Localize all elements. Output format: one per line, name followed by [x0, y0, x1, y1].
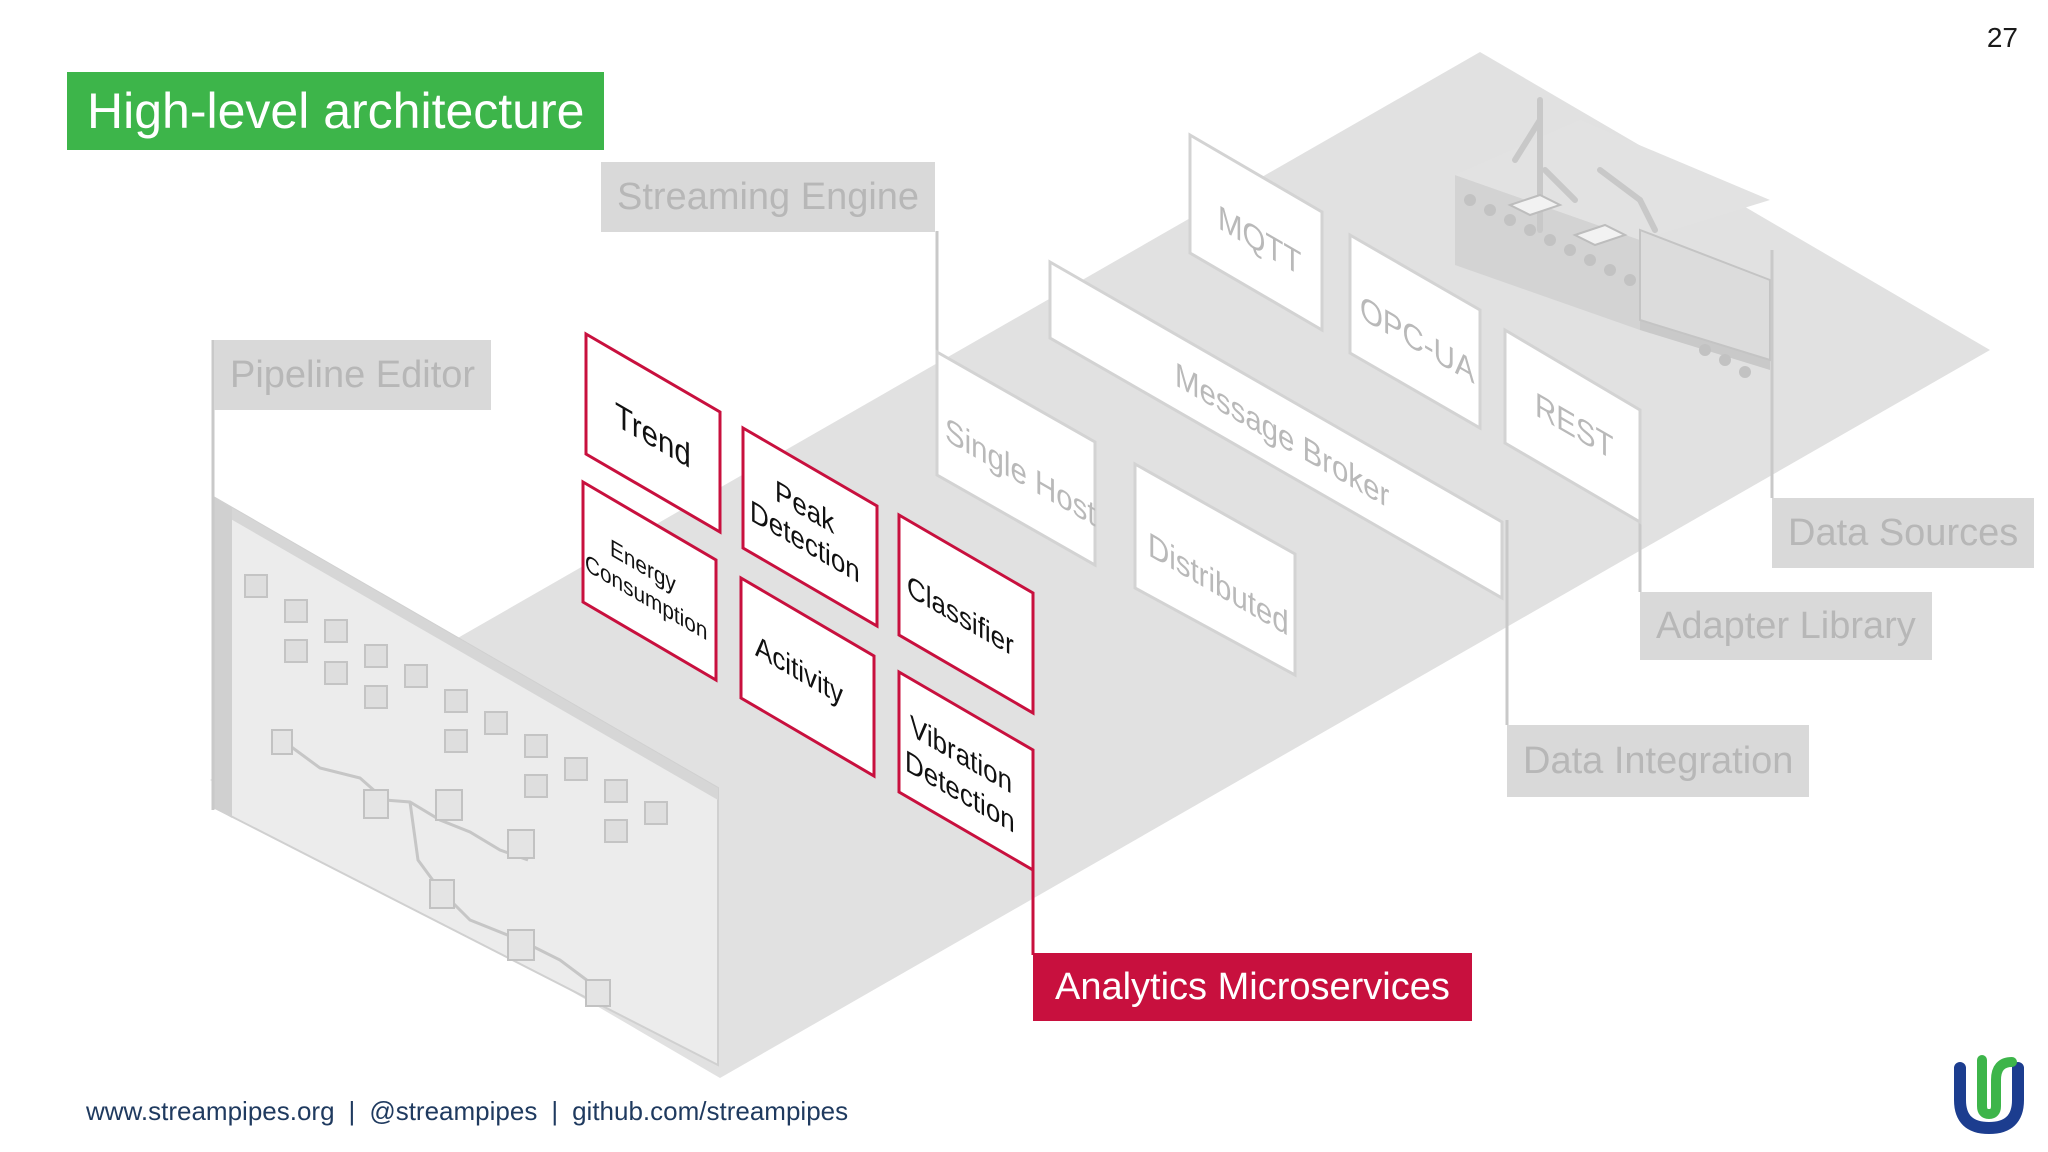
page-number: 27 — [1986, 22, 2018, 53]
opc-ua-card — [1348, 232, 1482, 431]
pipeline-editor-label: Pipeline Editor — [214, 340, 492, 410]
pipeline-editor-screen — [214, 496, 719, 1067]
analytics-microservices-label: Analytics Microservices — [1033, 953, 1472, 1021]
twitter-link[interactable]: @streampipes — [369, 1096, 538, 1126]
single-host-card — [935, 349, 1097, 568]
rest-card — [1503, 327, 1642, 525]
slide-title: High-level architecture — [67, 72, 605, 150]
github-link[interactable]: github.com/streampipes — [572, 1096, 849, 1126]
vibration-detection-card — [897, 669, 1035, 873]
trend-card — [584, 331, 722, 535]
classifier-card — [897, 512, 1035, 716]
message-broker-card — [1048, 259, 1504, 601]
footer-links: www.streampipes.org | @streampipes | github.… — [86, 1096, 848, 1127]
peak-detection-card — [741, 425, 879, 629]
streampipes-logo — [1954, 1055, 2024, 1135]
activity-card — [739, 575, 876, 779]
distributed-card — [1133, 461, 1297, 678]
streaming-engine-label: Streaming Engine — [601, 162, 936, 232]
adapter-library-label: Adapter Library — [1640, 592, 1932, 660]
mqtt-card — [1188, 132, 1324, 333]
footer-separator: | — [551, 1096, 559, 1126]
website-link[interactable]: www.streampipes.org — [86, 1096, 335, 1126]
footer-separator: | — [348, 1096, 356, 1126]
energy-consumption-card — [581, 479, 718, 683]
data-integration-label: Data Integration — [1507, 725, 1810, 797]
factory-conveyor-icon — [1455, 97, 1771, 378]
data-sources-label: Data Sources — [1772, 498, 2035, 568]
